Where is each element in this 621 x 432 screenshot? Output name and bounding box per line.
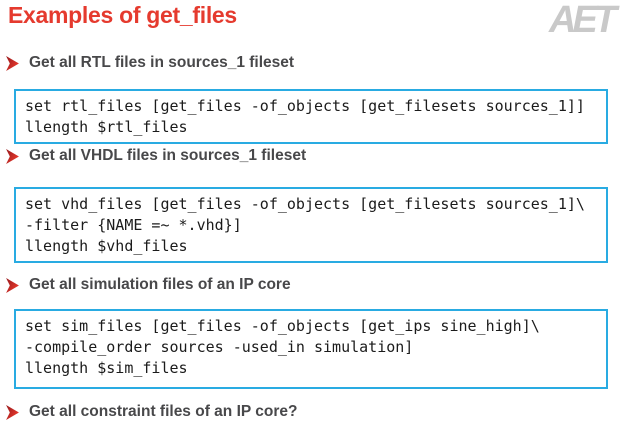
code-block: set sim_files [get_files -of_objects [ge… bbox=[14, 309, 608, 389]
bullet-label: Get all simulation files of an IP core bbox=[29, 276, 291, 293]
chevron-right-icon bbox=[6, 55, 19, 71]
bullet-item: Get all VHDL files in sources_1 fileset bbox=[6, 147, 306, 165]
code-block: set rtl_files [get_files -of_objects [ge… bbox=[14, 89, 608, 144]
aet-logo: AET bbox=[549, 0, 617, 41]
chevron-right-icon bbox=[6, 277, 19, 293]
chevron-right-icon bbox=[6, 404, 19, 420]
bullet-label: Get all constraint files of an IP core? bbox=[29, 403, 298, 420]
page-title: Examples of get_files bbox=[8, 2, 237, 28]
code-text: set sim_files [get_files -of_objects [ge… bbox=[25, 317, 540, 377]
bullet-label: Get all VHDL files in sources_1 fileset bbox=[29, 147, 307, 164]
bullet-item: Get all RTL files in sources_1 fileset bbox=[6, 54, 294, 72]
code-block: set vhd_files [get_files -of_objects [ge… bbox=[14, 187, 608, 263]
bullet-item: Get all simulation files of an IP core bbox=[6, 276, 291, 294]
code-text: set vhd_files [get_files -of_objects [ge… bbox=[25, 195, 585, 255]
bullet-label: Get all RTL files in sources_1 fileset bbox=[29, 54, 295, 71]
chevron-right-icon bbox=[6, 148, 19, 164]
bullet-item: Get all constraint files of an IP core? bbox=[6, 403, 297, 421]
code-text: set rtl_files [get_files -of_objects [ge… bbox=[25, 97, 585, 136]
